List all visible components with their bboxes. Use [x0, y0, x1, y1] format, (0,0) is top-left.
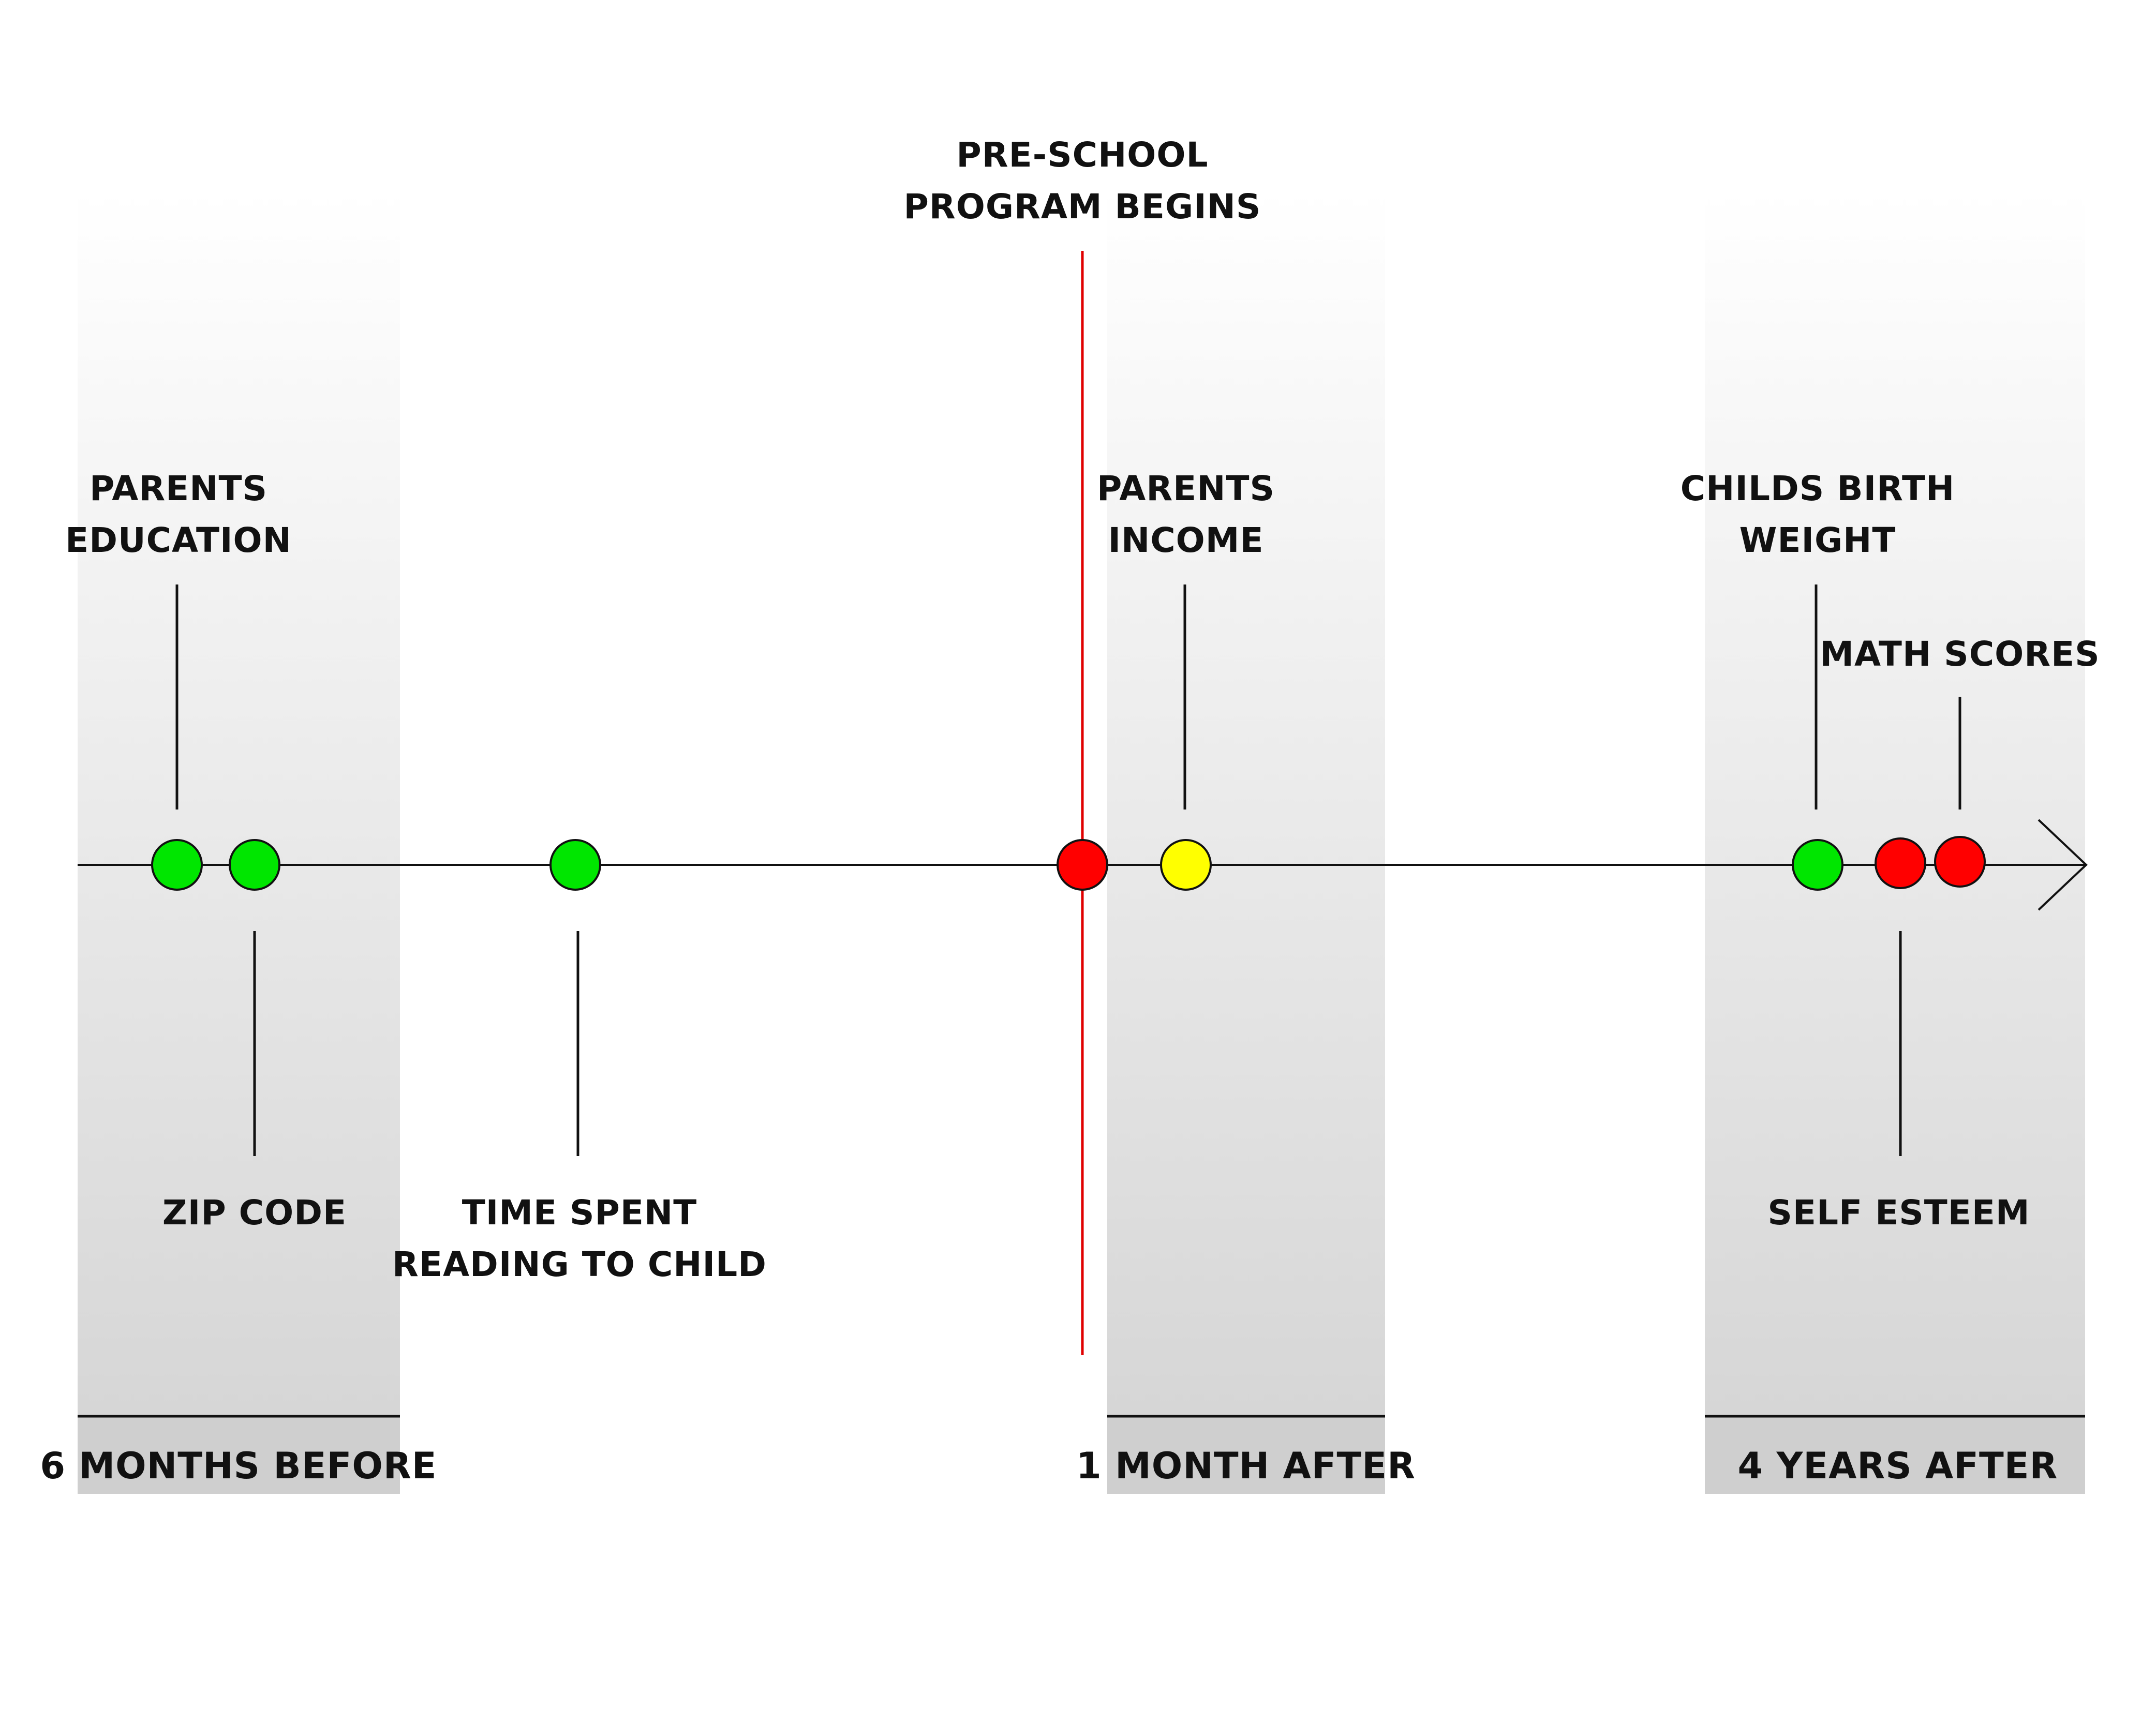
period-label-6-months-before: 6 MONTHS BEFORE: [40, 1445, 437, 1487]
event-label-childs-birth-weight-line1: CHILDS BIRTH: [1681, 469, 1955, 508]
timeline-arrowhead: [2038, 819, 2088, 911]
event-dot-childs-birth-weight: [1792, 839, 1843, 891]
event-label-parents-education-line2: EDUCATION: [65, 520, 292, 560]
event-dot-self-esteem: [1875, 837, 1926, 889]
event-dot-parents-education: [151, 839, 203, 891]
event-dot-program-start: [1057, 839, 1108, 891]
event-label-parents-education-line1: PARENTS: [90, 469, 267, 508]
period-label-1-month-after: 1 MONTH AFTER: [1076, 1445, 1416, 1487]
event-dot-zip-code: [229, 839, 280, 891]
event-label-parents-income-line2: INCOME: [1108, 520, 1263, 560]
event-label-time-spent-reading-line1: TIME SPENT: [462, 1193, 697, 1233]
event-label-self-esteem: SELF ESTEEM: [1767, 1193, 2030, 1233]
event-label-math-scores: MATH SCORES: [1820, 634, 2100, 674]
period-band-1-month-after: 1 MONTH AFTER: [1076, 191, 1416, 1494]
event-label-parents-income-line1: PARENTS: [1097, 469, 1275, 508]
event-label-childs-birth-weight-line2: WEIGHT: [1739, 520, 1896, 560]
program-start-label-line2: PROGRAM BEGINS: [904, 187, 1261, 227]
event-dot-math-scores: [1934, 836, 1986, 888]
event-label-zip-code: ZIP CODE: [162, 1193, 347, 1233]
event-label-time-spent-reading-line2: READING TO CHILD: [392, 1245, 767, 1284]
period-band-6-months-before: 6 MONTHS BEFORE: [40, 191, 437, 1494]
event-dot-time-spent-reading: [549, 839, 601, 891]
program-start-label-line1: PRE-SCHOOL: [956, 135, 1208, 175]
period-label-4-years-after: 4 YEARS AFTER: [1738, 1445, 2058, 1487]
event-dot-parents-income: [1160, 839, 1212, 891]
period-band-4-years-after: 4 YEARS AFTER: [1705, 191, 2085, 1494]
